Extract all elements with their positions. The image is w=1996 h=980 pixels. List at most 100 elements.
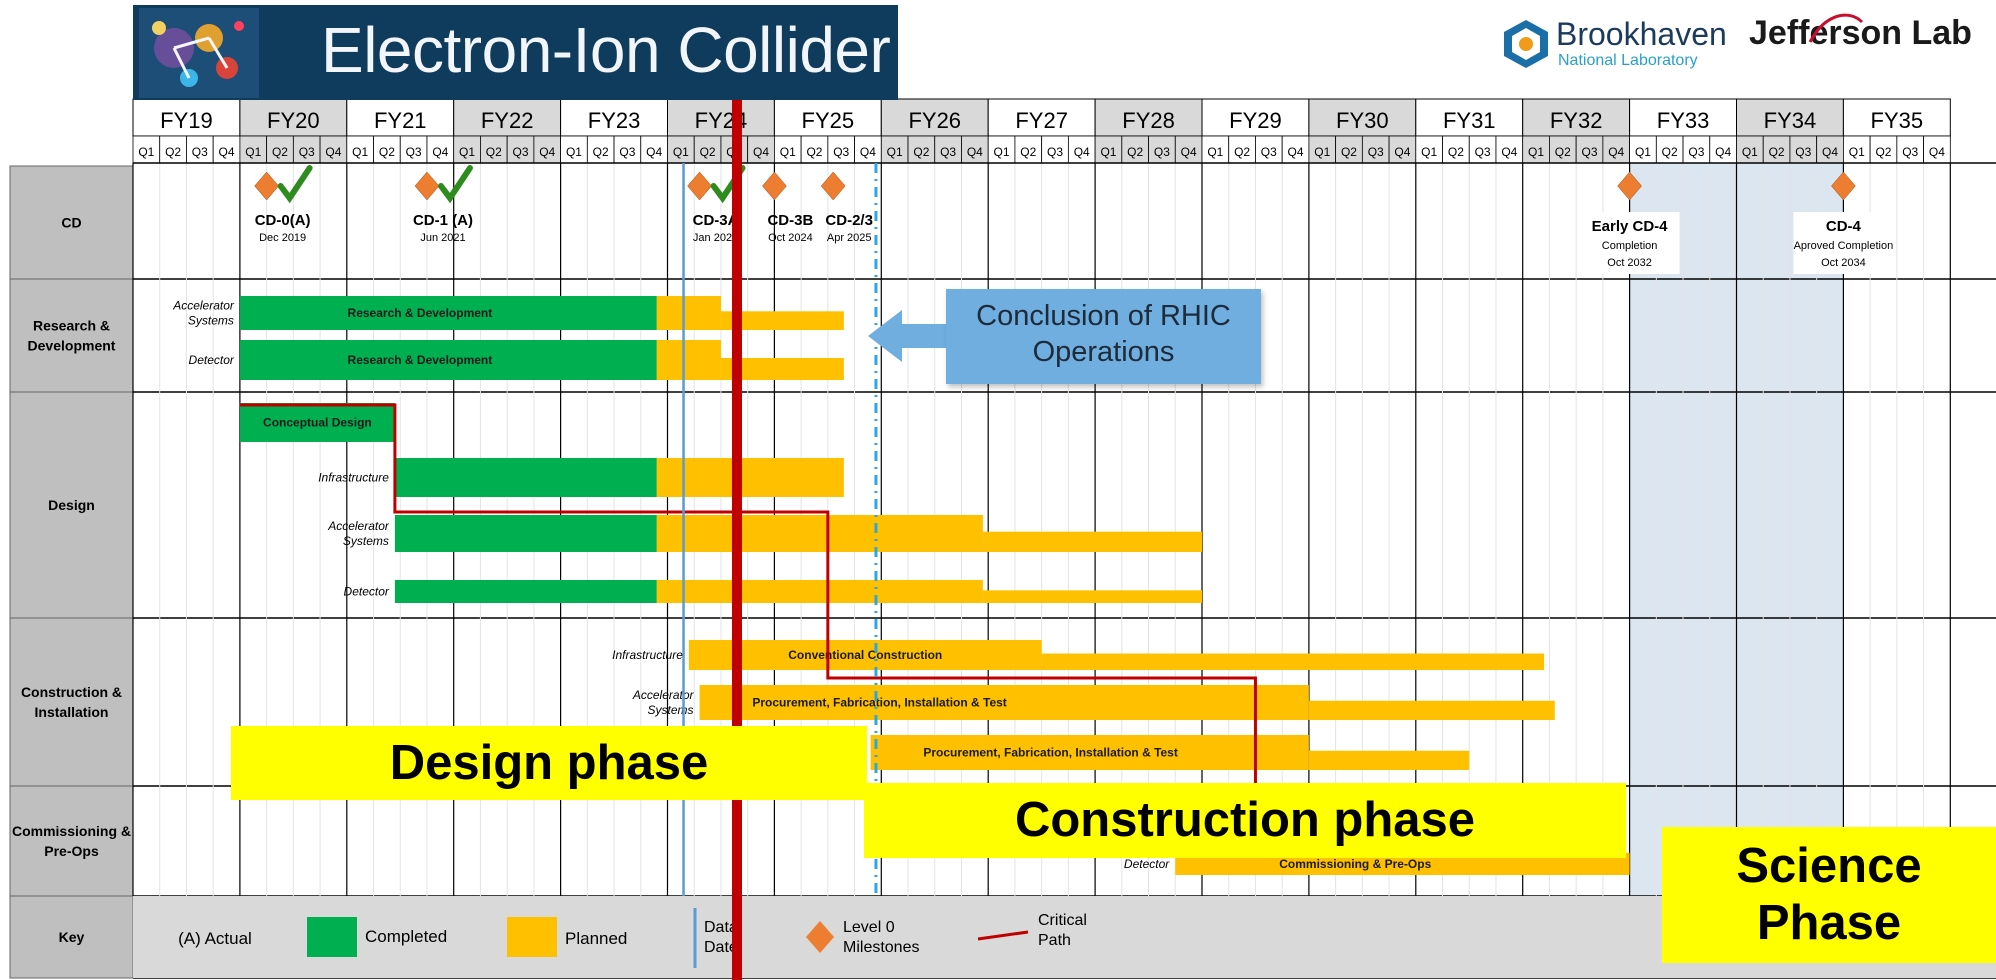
- construction-phase-label: Construction phase: [864, 783, 1626, 858]
- gantt-bar: [657, 580, 983, 603]
- quarter-header-label: Q3: [1902, 145, 1918, 159]
- quarter-header-label: Q1: [780, 145, 796, 159]
- quarter-header-label: Q1: [1742, 145, 1758, 159]
- gantt-bar: [1309, 751, 1469, 770]
- quarter-header-label: Q2: [1769, 145, 1785, 159]
- milestone-date: Oct 2034: [1821, 257, 1866, 269]
- gantt-row-sublabel: Infrastructure: [612, 648, 683, 662]
- quarter-header-label: Q4: [1394, 145, 1410, 159]
- quarter-header-label: Q2: [806, 145, 822, 159]
- quarter-header-label: Q1: [887, 145, 903, 159]
- quarter-header-label: Q2: [1875, 145, 1891, 159]
- gantt-bar: [657, 515, 983, 552]
- quarter-header-label: Q3: [619, 145, 635, 159]
- quarter-header-label: Q4: [1608, 145, 1624, 159]
- quarter-header-label: Q3: [299, 145, 315, 159]
- quarter-header-label: Q1: [1849, 145, 1865, 159]
- fy-header-label: FY25: [802, 108, 855, 133]
- milestone-name: Early CD-4: [1592, 218, 1669, 235]
- fy-header-label: FY23: [588, 108, 641, 133]
- quarter-header-label: Q3: [940, 145, 956, 159]
- quarter-header-label: Q3: [1154, 145, 1170, 159]
- fy-header-label: FY20: [267, 108, 320, 133]
- gantt-row-sublabel: Detector: [189, 353, 235, 367]
- row-label-text: Construction &: [21, 684, 122, 700]
- gantt-row-sublabel: Accelerator: [632, 688, 695, 702]
- quarter-header-label: Q3: [1261, 145, 1277, 159]
- gantt-bar-label: Commissioning & Pre-Ops: [1279, 857, 1431, 871]
- quarter-header-label: Q1: [1421, 145, 1437, 159]
- quarter-header-label: Q2: [1020, 145, 1036, 159]
- milestone-date: Oct 2032: [1607, 257, 1652, 269]
- milestone-name: CD-2/3: [825, 212, 873, 229]
- row-label-cell: [10, 279, 133, 392]
- milestone-date: Apr 2025: [827, 232, 872, 244]
- fy-header-label: FY27: [1015, 108, 1068, 133]
- gantt-row-sublabel: Infrastructure: [318, 471, 389, 485]
- gantt-bar-label: Procurement, Fabrication, Installation &…: [923, 746, 1178, 760]
- milestone-date: Jun 2021: [420, 232, 465, 244]
- quarter-header-label: Q2: [1555, 145, 1571, 159]
- checkmark-icon: [281, 168, 310, 198]
- quarter-header-label: Q4: [219, 145, 235, 159]
- key-milestone-label: Milestones: [843, 939, 919, 956]
- gantt-bar: [1042, 654, 1544, 671]
- milestone-name: CD-3A: [693, 212, 739, 229]
- quarter-header-label: Q1: [1314, 145, 1330, 159]
- quarter-header-label: Q3: [1795, 145, 1811, 159]
- quarter-header-label: Q1: [1635, 145, 1651, 159]
- science-phase-label: Science Phase: [1662, 827, 1996, 963]
- quarter-header-label: Q2: [272, 145, 288, 159]
- quarter-header-label: Q4: [967, 145, 983, 159]
- key-critical-label: Critical: [1038, 912, 1087, 929]
- milestone-sub: Aproved Completion: [1794, 240, 1894, 252]
- gantt-bar: [657, 296, 721, 330]
- quarter-header-label: Q1: [1100, 145, 1116, 159]
- quarter-header-label: Q3: [1475, 145, 1491, 159]
- row-label-text: Commissioning &: [12, 823, 131, 839]
- page-title: Electron-Ion Collider: [321, 13, 890, 87]
- quarter-header-label: Q3: [406, 145, 422, 159]
- bnl-name: Brookhaven: [1556, 16, 1727, 53]
- quarter-header-label: Q1: [245, 145, 261, 159]
- swoosh-icon: [1806, 6, 1866, 56]
- key-completed-label: Completed: [365, 927, 447, 946]
- gantt-row-sublabel: Detector: [1124, 857, 1170, 871]
- gantt-bar-label: Procurement, Fabrication, Installation &…: [752, 696, 1007, 710]
- quarter-header-label: Q2: [486, 145, 502, 159]
- quarter-header-label: Q1: [566, 145, 582, 159]
- gantt-bar: [657, 458, 844, 497]
- milestone-name: CD-4: [1826, 218, 1862, 235]
- quarter-header-label: Q1: [994, 145, 1010, 159]
- quarter-header-label: Q2: [1234, 145, 1250, 159]
- quarter-header-label: Q3: [1582, 145, 1598, 159]
- fy-header-label: FY22: [481, 108, 534, 133]
- quarter-header-label: Q3: [192, 145, 208, 159]
- gantt-bar-label: Research & Development: [348, 353, 493, 367]
- bnl-subtitle: National Laboratory: [1558, 52, 1698, 70]
- quarter-header-label: Q1: [459, 145, 475, 159]
- milestone-name: CD-1 (A): [413, 212, 473, 229]
- milestone-diamond-icon: [762, 172, 786, 200]
- gantt-bar: [395, 515, 657, 552]
- key-milestone-label: Level 0: [843, 919, 895, 936]
- fy-header-label: FY19: [160, 108, 213, 133]
- row-label-text: Development: [28, 338, 116, 354]
- quarter-header-label: Q2: [913, 145, 929, 159]
- row-label-text: Research &: [33, 318, 110, 334]
- milestone-diamond-icon: [688, 172, 712, 200]
- key-planned-label: Planned: [565, 929, 627, 948]
- quarter-header-label: Q4: [325, 145, 341, 159]
- gantt-row-sublabel: Accelerator: [172, 299, 235, 313]
- key-completed-swatch: [307, 917, 357, 957]
- quarter-header-label: Q4: [1715, 145, 1731, 159]
- gantt-bar-label: Conventional Construction: [788, 648, 942, 662]
- quarter-header-label: Q4: [1074, 145, 1090, 159]
- milestone-date: Jan 2024: [693, 232, 738, 244]
- quarter-header-label: Q2: [1127, 145, 1143, 159]
- fy-header-label: FY29: [1229, 108, 1282, 133]
- quarter-header-label: Q4: [860, 145, 876, 159]
- milestone-date: Oct 2024: [768, 232, 813, 244]
- row-label-text: Design: [48, 497, 95, 513]
- quarter-header-label: Q3: [1368, 145, 1384, 159]
